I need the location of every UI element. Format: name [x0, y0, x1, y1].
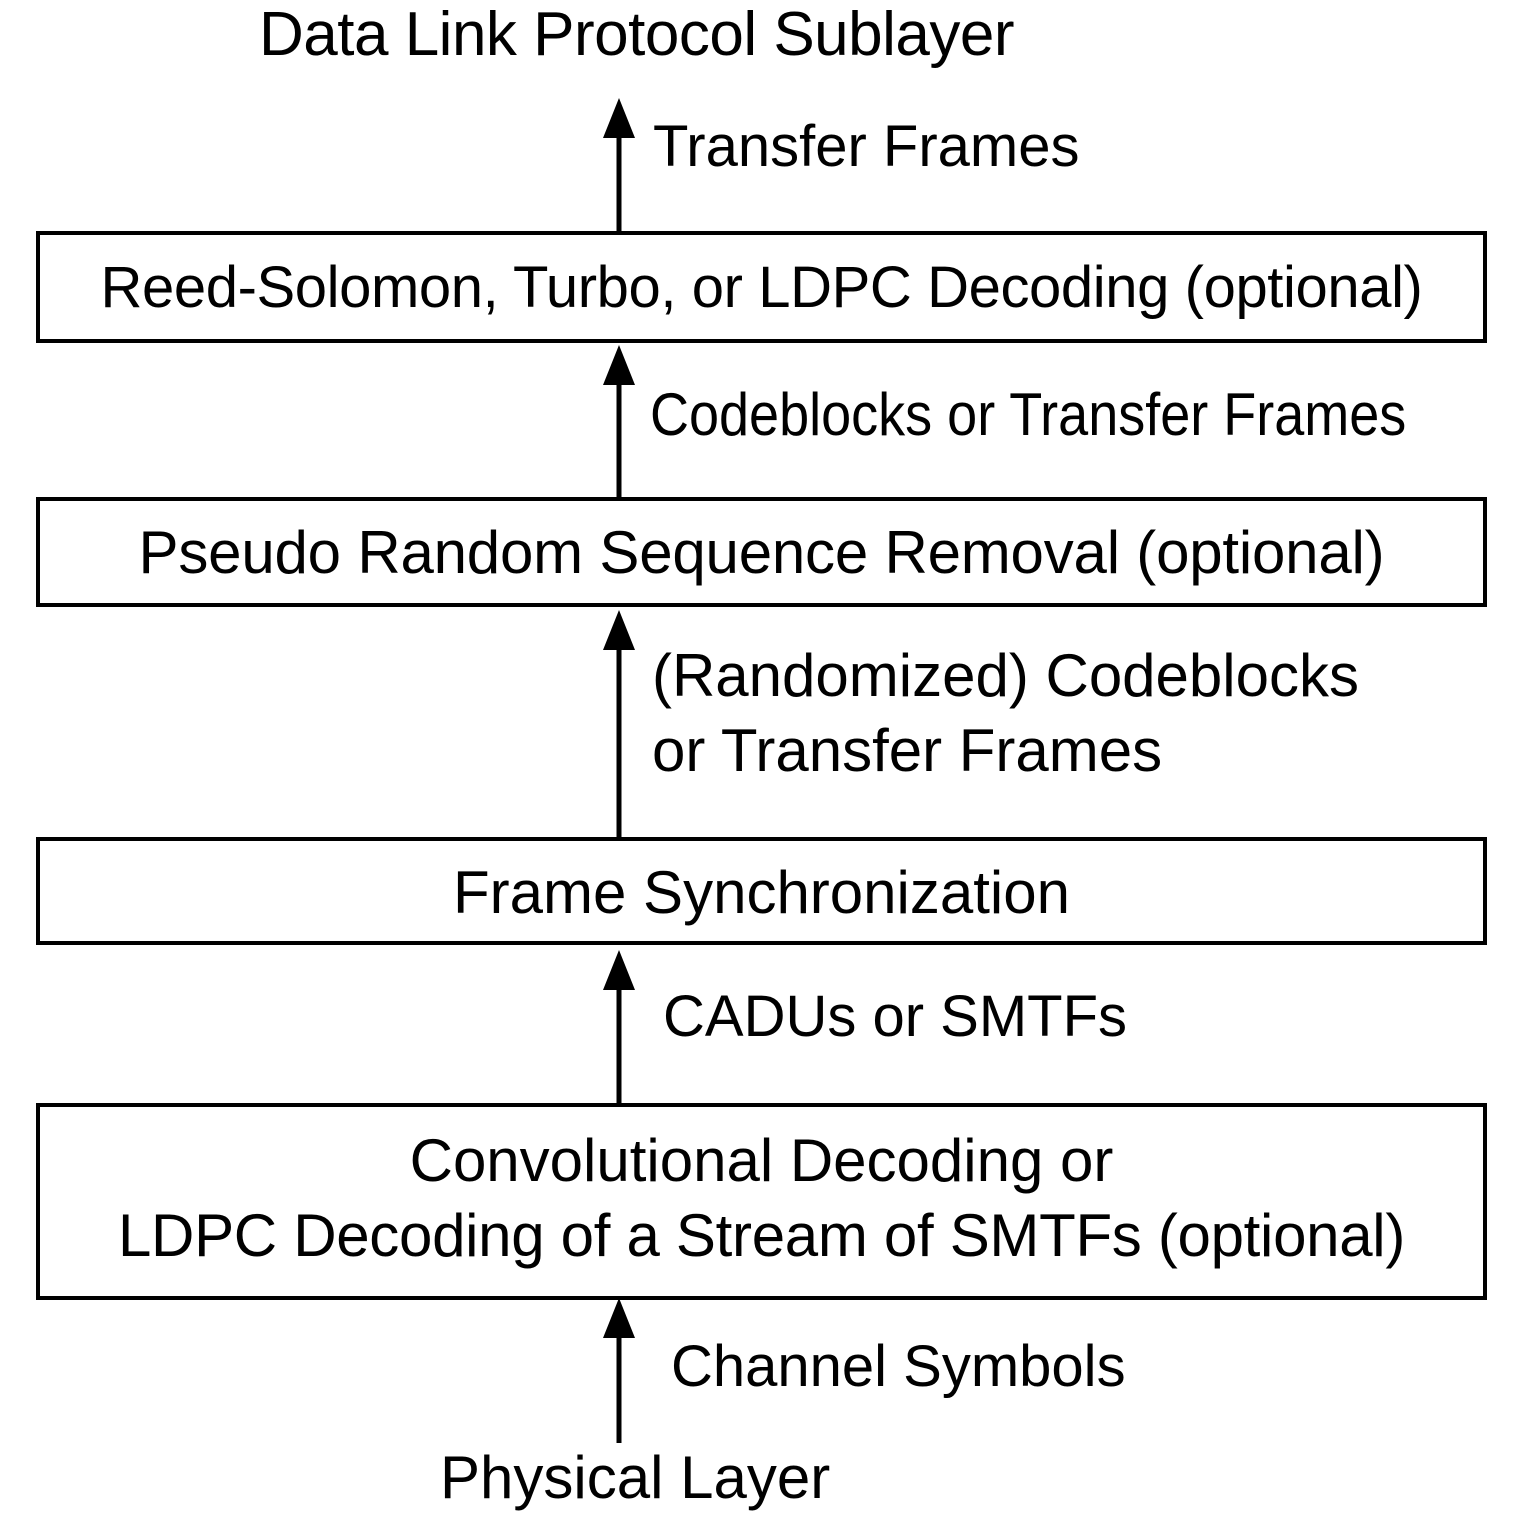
box-convolutional-ldpc-decoding-line2: LDPC Decoding of a Stream of SMTFs (opti… [117, 1202, 1406, 1269]
box-pseudo-random-sequence-removal-label: Pseudo Random Sequence Removal (optional… [138, 519, 1385, 586]
box-convolutional-ldpc-decoding: Convolutional Decoding or LDPC Decoding … [36, 1103, 1487, 1300]
box-frame-synchronization-label: Frame Synchronization [453, 859, 1070, 926]
arrow-label-codeblocks-or-transfer-frames: Codeblocks or Transfer Frames [650, 381, 1407, 448]
arrow-label-channel-symbols: Channel Symbols [671, 1334, 1126, 1399]
arrow-to-frame-synchronization [599, 950, 639, 1105]
box-rs-turbo-ldpc-decoding-label: Reed-Solomon, Turbo, or LDPC Decoding (o… [100, 255, 1423, 320]
page-title: Data Link Protocol Sublayer [259, 0, 1015, 69]
arrow-label-cadus-or-smtfs: CADUs or SMTFs [663, 984, 1127, 1049]
arrow-label-randomized-codeblocks-line1: (Randomized) Codeblocks [652, 642, 1359, 709]
arrow-to-convolutional-ldpc-decoding [599, 1298, 639, 1443]
physical-layer-label: Physical Layer [440, 1444, 831, 1511]
arrow-to-data-link-protocol-sublayer [599, 98, 639, 234]
box-pseudo-random-sequence-removal: Pseudo Random Sequence Removal (optional… [36, 497, 1487, 607]
box-rs-turbo-ldpc-decoding: Reed-Solomon, Turbo, or LDPC Decoding (o… [36, 231, 1487, 343]
box-convolutional-ldpc-decoding-line1: Convolutional Decoding or [409, 1127, 1114, 1194]
arrow-to-rs-turbo-ldpc-decoding [599, 345, 639, 499]
arrow-label-transfer-frames: Transfer Frames [653, 114, 1080, 179]
arrow-label-randomized-codeblocks-line2: or Transfer Frames [652, 717, 1163, 784]
box-frame-synchronization: Frame Synchronization [36, 837, 1487, 945]
arrow-to-pseudo-random-sequence-removal [599, 610, 639, 840]
